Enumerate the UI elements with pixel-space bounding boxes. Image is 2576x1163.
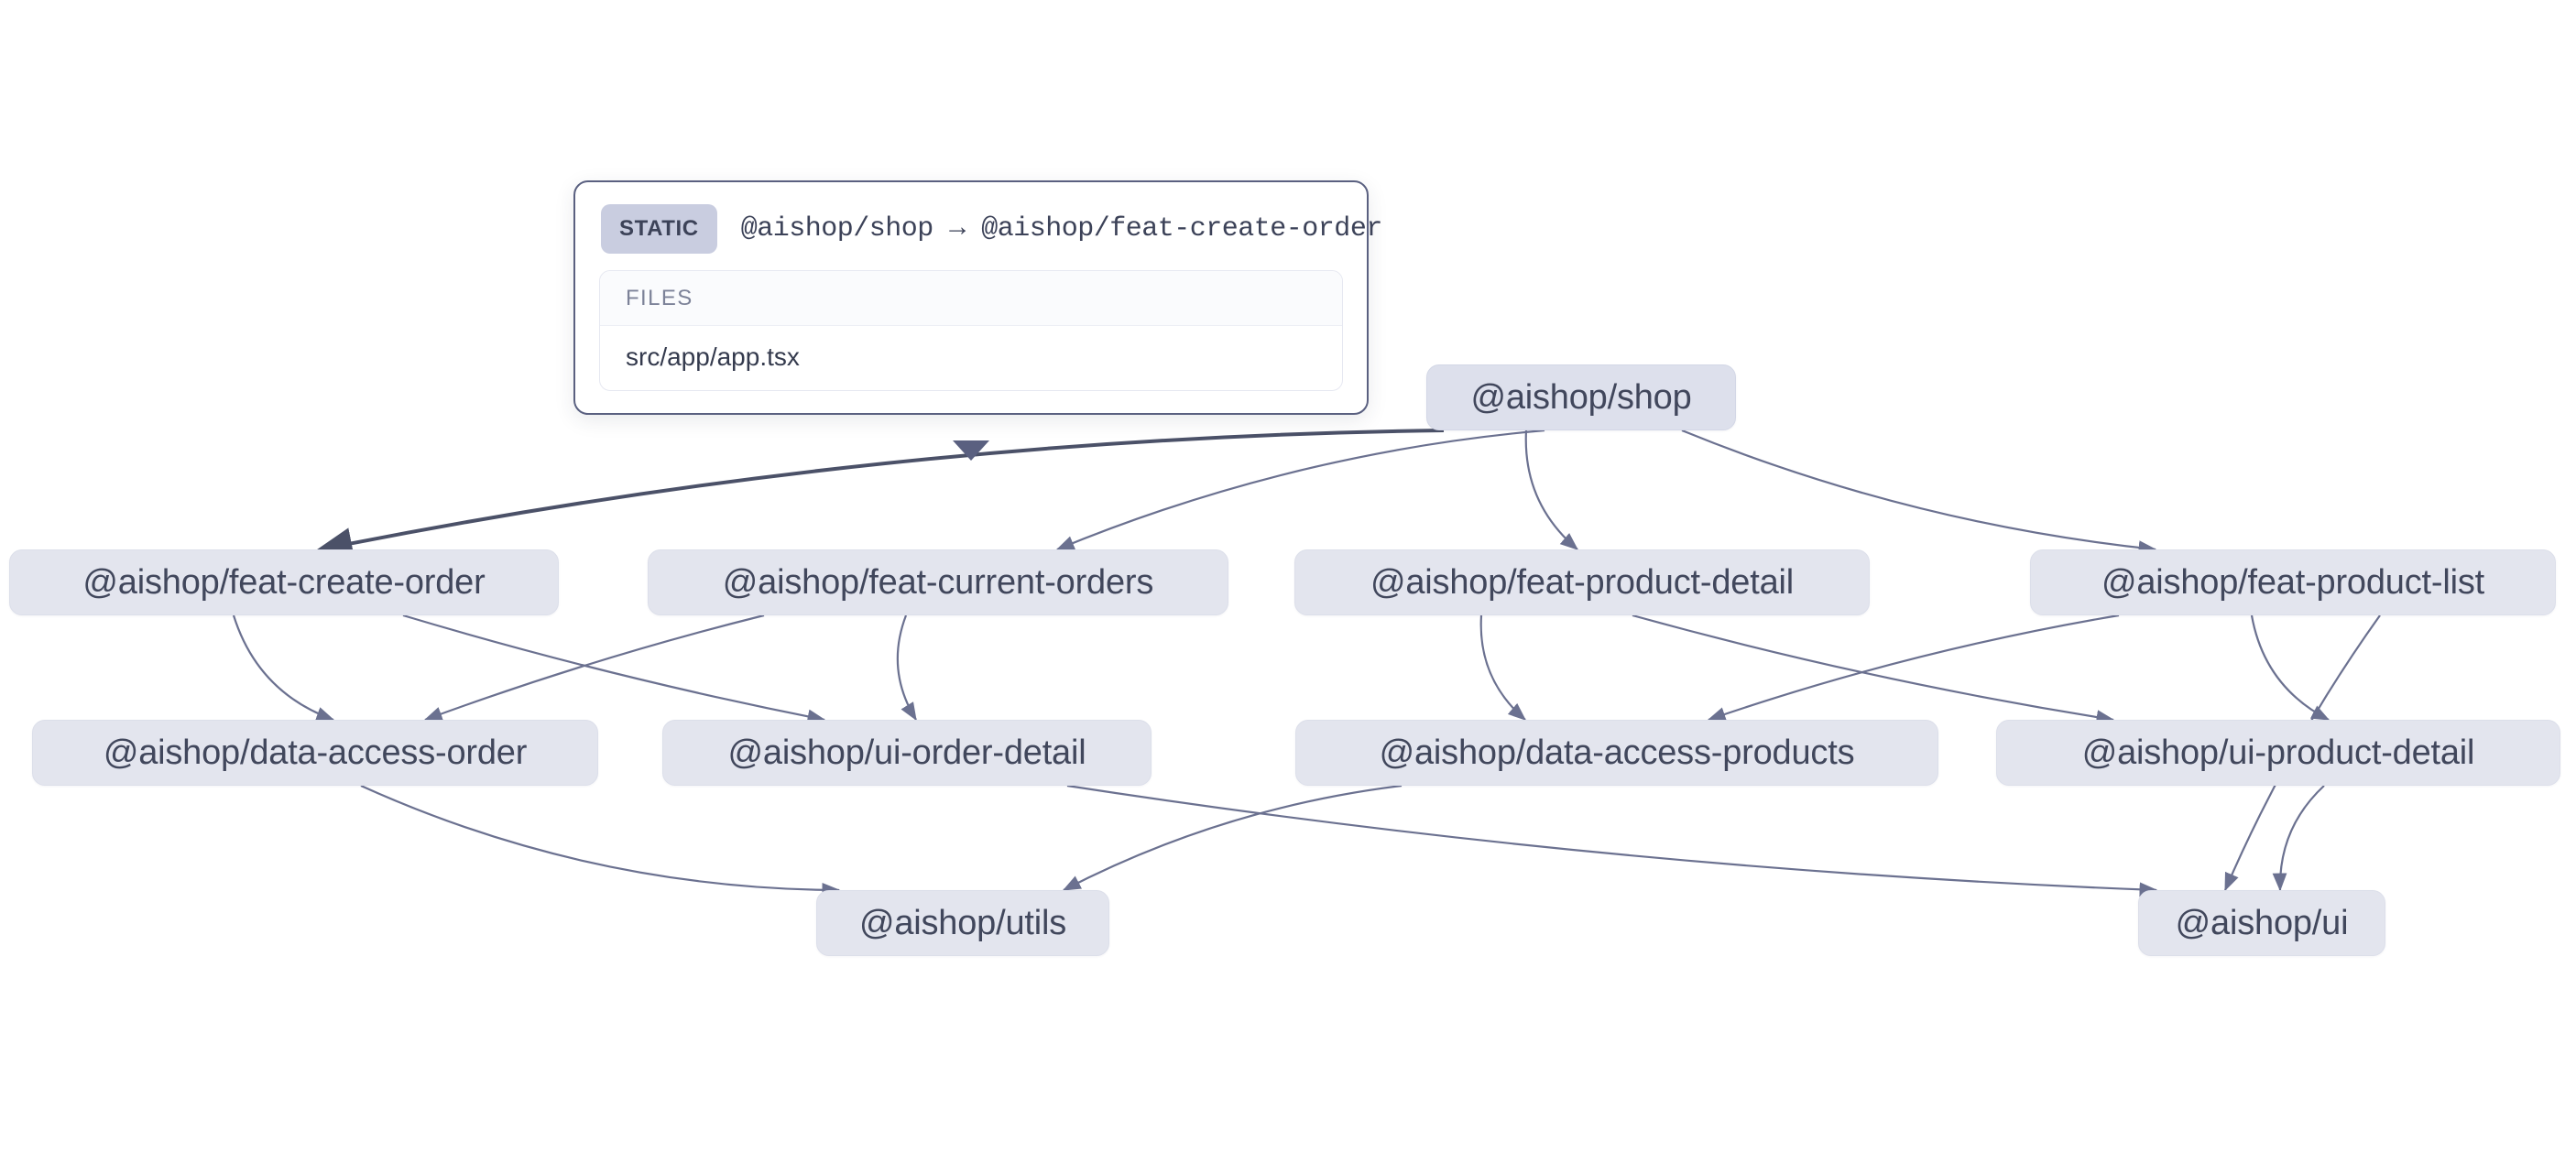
graph-node-label: @aishop/feat-current-orders	[723, 563, 1153, 603]
graph-edge-data-access-order-to-utils[interactable]	[361, 786, 839, 890]
graph-node-label: @aishop/feat-product-detail	[1370, 563, 1794, 603]
graph-edge-data-access-products-to-utils[interactable]	[1064, 786, 1402, 890]
graph-node-label: @aishop/ui-product-detail	[2082, 734, 2475, 773]
edge-paths	[234, 430, 2380, 890]
graph-node-data-access-products[interactable]: @aishop/data-access-products	[1295, 720, 1938, 786]
dependency-type-badge: STATIC	[601, 204, 717, 254]
graph-node-feat-current-orders[interactable]: @aishop/feat-current-orders	[648, 549, 1228, 615]
graph-edge-feat-current-orders-to-ui-order-detail[interactable]	[898, 615, 916, 720]
graph-node-feat-product-detail[interactable]: @aishop/feat-product-detail	[1294, 549, 1870, 615]
graph-edge-shop-to-feat-product-detail[interactable]	[1526, 430, 1577, 549]
graph-node-feat-create-order[interactable]: @aishop/feat-create-order	[9, 549, 559, 615]
graph-node-shop[interactable]: @aishop/shop	[1426, 364, 1736, 430]
graph-edge-shop-to-feat-product-list[interactable]	[1682, 430, 2156, 549]
graph-node-ui-product-detail[interactable]: @aishop/ui-product-detail	[1996, 720, 2560, 786]
graph-node-ui[interactable]: @aishop/ui	[2138, 890, 2385, 956]
files-panel-header: FILES	[600, 271, 1342, 326]
graph-node-feat-product-list[interactable]: @aishop/feat-product-list	[2030, 549, 2556, 615]
graph-node-label: @aishop/shop	[1470, 378, 1691, 418]
graph-edge-feat-product-detail-to-data-access-products[interactable]	[1481, 615, 1525, 720]
graph-edge-feat-product-detail-to-ui-product-detail[interactable]	[1632, 615, 2113, 720]
graph-edge-feat-product-list-to-data-access-products[interactable]	[1708, 615, 2119, 720]
file-list-item[interactable]: src/app/app.tsx	[600, 326, 1342, 390]
graph-edge-feat-product-list-to-ui-product-detail[interactable]	[2252, 615, 2329, 720]
graph-edge-feat-create-order-to-ui-order-detail[interactable]	[403, 615, 824, 720]
graph-node-label: @aishop/feat-product-list	[2101, 563, 2484, 603]
graph-edge-ui-product-detail-to-ui[interactable]	[2280, 786, 2324, 890]
graph-node-label: @aishop/data-access-order	[104, 734, 527, 773]
graph-node-ui-order-detail[interactable]: @aishop/ui-order-detail	[662, 720, 1152, 786]
graph-node-label: @aishop/data-access-products	[1380, 734, 1855, 773]
graph-node-data-access-order[interactable]: @aishop/data-access-order	[32, 720, 598, 786]
files-panel: FILES src/app/app.tsx	[599, 270, 1343, 391]
detail-card-header: STATIC @aishop/shop → @aishop/feat-creat…	[575, 182, 1367, 270]
detail-card-pointer	[953, 440, 989, 461]
graph-node-label: @aishop/feat-create-order	[82, 563, 485, 603]
graph-node-label: @aishop/ui-order-detail	[728, 734, 1086, 773]
graph-node-label: @aishop/utils	[859, 904, 1066, 943]
graph-edge-feat-current-orders-to-data-access-order[interactable]	[425, 615, 764, 720]
graph-node-utils[interactable]: @aishop/utils	[816, 890, 1109, 956]
graph-edge-shop-to-feat-create-order[interactable]	[321, 430, 1444, 549]
dependency-detail-card[interactable]: STATIC @aishop/shop → @aishop/feat-creat…	[573, 180, 1369, 415]
graph-edge-shop-to-feat-current-orders[interactable]	[1057, 430, 1545, 549]
dependency-edge-title: @aishop/shop → @aishop/feat-create-order	[741, 213, 1382, 245]
graph-node-label: @aishop/ui	[2176, 904, 2349, 943]
graph-edge-ui-order-detail-to-ui[interactable]	[1067, 786, 2156, 890]
graph-edge-feat-create-order-to-data-access-order[interactable]	[234, 615, 333, 720]
